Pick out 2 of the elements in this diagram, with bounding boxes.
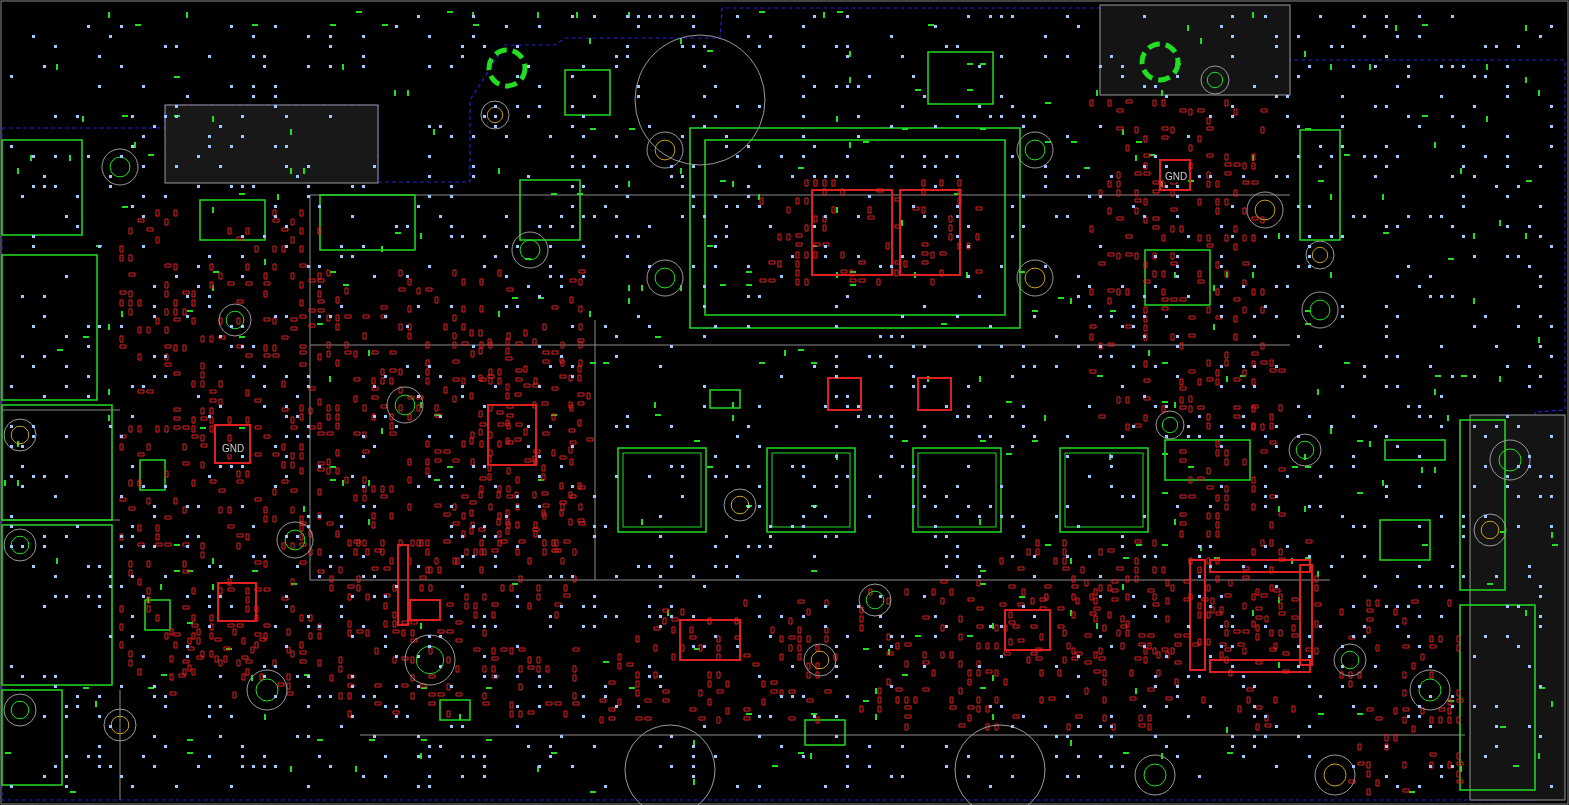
- net-label: GND: [221, 444, 246, 454]
- net-label: GND: [1164, 172, 1189, 182]
